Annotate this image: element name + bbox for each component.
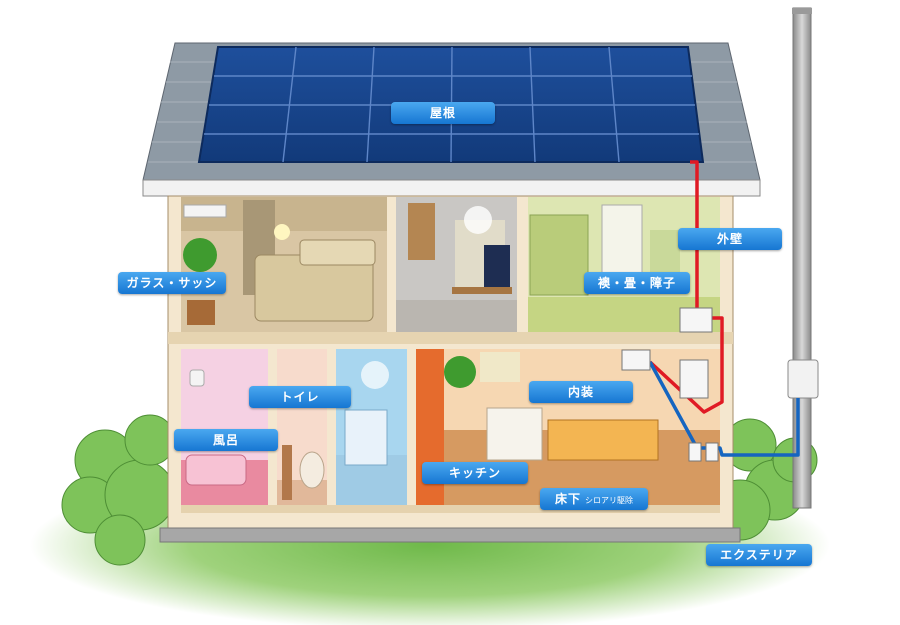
label-exterior-wall[interactable]: 外壁 [678, 228, 782, 250]
label-fusuma-tatami-shoji[interactable]: 襖・畳・障子 [584, 272, 690, 294]
label-underfloor-note: シロアリ駆除 [585, 496, 633, 505]
foundation [159, 527, 741, 543]
label-kitchen[interactable]: キッチン [422, 462, 528, 484]
label-underfloor[interactable]: 床下シロアリ駆除 [540, 488, 648, 510]
meter-box [688, 442, 702, 462]
bedroom [181, 197, 387, 332]
switchboard [679, 359, 709, 399]
living-kitchen [416, 349, 720, 510]
eaves [142, 179, 761, 197]
label-roof[interactable]: 屋根 [391, 102, 495, 124]
distribution-board [621, 349, 651, 371]
power-conditioner [679, 307, 713, 333]
label-underfloor-title: 床下 [554, 492, 581, 506]
pole-transformer [787, 359, 819, 399]
utility-pole [792, 7, 812, 509]
bushes [61, 414, 818, 566]
label-toilet[interactable]: トイレ [249, 386, 351, 408]
label-bath[interactable]: 風呂 [174, 429, 278, 451]
label-glass-sash[interactable]: ガラス・サッシ [118, 272, 226, 294]
label-exterior[interactable]: エクステリア [706, 544, 812, 566]
washroom [336, 349, 407, 510]
meter-box [705, 442, 719, 462]
label-interior[interactable]: 内装 [529, 381, 633, 403]
study [396, 197, 517, 332]
toilet-room [277, 349, 327, 510]
